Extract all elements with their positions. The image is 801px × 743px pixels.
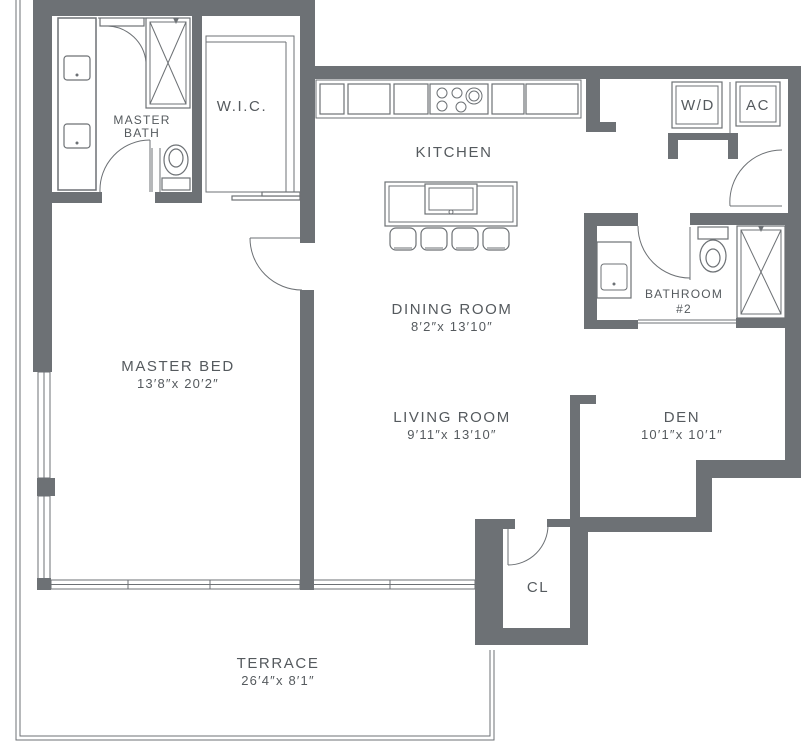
ac-label: AC (746, 97, 770, 114)
wic-label: W.I.C. (217, 98, 267, 115)
wd-label: W/D (681, 97, 715, 114)
master-bed-label: MASTER BED (121, 358, 235, 375)
kitchen-label: KITCHEN (415, 144, 492, 161)
master-bed-dims: 13′8″x 20′2″ (137, 376, 219, 391)
master-bath-fixtures (57, 17, 191, 193)
closet-door (507, 524, 549, 566)
room-labels: KITCHEN MASTER BATH W.I.C. W/D AC DINING… (113, 97, 770, 688)
master-bath-label-line1: MASTER (113, 113, 170, 127)
laundry-ac (671, 81, 783, 207)
closet-label: CL (527, 579, 549, 596)
walls (33, 0, 801, 645)
terrace-outline (15, 0, 495, 741)
terrace-dims: 26′4″x 8′1″ (241, 673, 315, 688)
bathroom2-label-line1: BATHROOM (645, 287, 723, 301)
bathroom2-fixtures (596, 225, 786, 324)
terrace-label: TERRACE (237, 655, 320, 672)
bathroom2-label-line2: #2 (676, 302, 692, 316)
living-room-dims: 9′11″x 13′10″ (407, 427, 496, 442)
master-bath-label-line2: BATH (124, 126, 160, 140)
dining-room-label: DINING ROOM (392, 301, 513, 318)
dining-room-dims: 8′2″x 13′10″ (411, 319, 493, 334)
windows (37, 371, 476, 590)
kitchen-fixtures (315, 79, 582, 251)
wic-details (205, 35, 303, 291)
den-dims: 10′1″x 10′1″ (641, 427, 723, 442)
living-room-label: LIVING ROOM (393, 409, 511, 426)
den-label: DEN (664, 409, 700, 426)
